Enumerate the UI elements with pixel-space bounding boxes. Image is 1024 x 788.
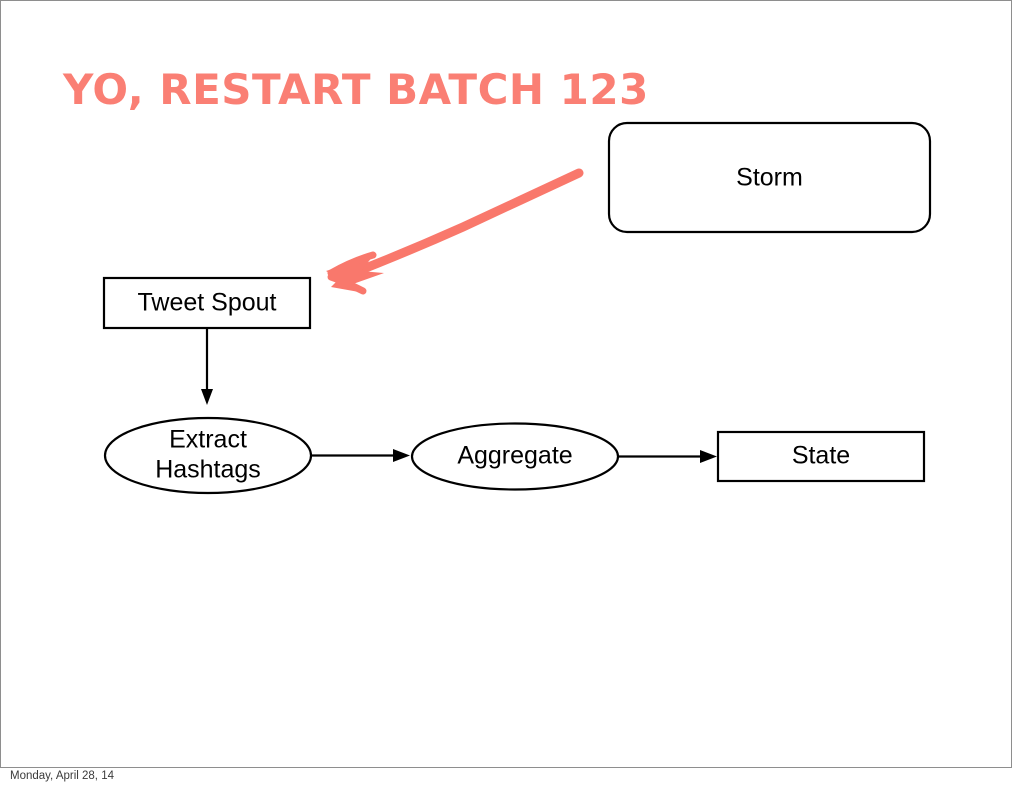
arrow-barb-upper (327, 251, 377, 277)
page-title: YO, RESTART BATCH 123 (63, 65, 649, 114)
edge-extract-to-aggregate (311, 449, 410, 462)
aggregate-label: Aggregate (457, 442, 572, 470)
arrowhead-icon (700, 450, 717, 463)
state-label: State (792, 442, 850, 470)
storm-label: Storm (736, 164, 803, 192)
extract-hashtags-label-line2: Hashtags (155, 456, 261, 484)
slide-frame: YO, RESTART BATCH 123 Storm Tweet Spout … (0, 0, 1012, 768)
extract-hashtags-label-line1: Extract (169, 426, 247, 454)
hand-drawn-arrow-icon (326, 168, 584, 295)
state-box (716, 430, 926, 483)
tweet-spout-label: Tweet Spout (138, 289, 277, 317)
node-state: State (716, 430, 926, 483)
edge-aggregate-to-state (618, 450, 717, 463)
node-tweet-spout: Tweet Spout (102, 276, 312, 330)
arrowhead-icon (393, 449, 410, 462)
flowchart-diagram: Storm Tweet Spout Extract Hashtags Aggre… (102, 121, 932, 495)
arrow-shaft (348, 168, 584, 278)
storm-box (607, 121, 932, 234)
edge-spout-to-extract (201, 328, 213, 405)
arrow-barb-lower (327, 273, 367, 295)
arrowhead-icon (201, 389, 213, 405)
arrow-shaft-texture (349, 174, 579, 277)
node-extract-hashtags: Extract Hashtags (103, 416, 313, 495)
footer-date: Monday, April 28, 14 (10, 770, 114, 782)
node-aggregate: Aggregate (410, 422, 620, 491)
node-storm: Storm (607, 121, 932, 234)
